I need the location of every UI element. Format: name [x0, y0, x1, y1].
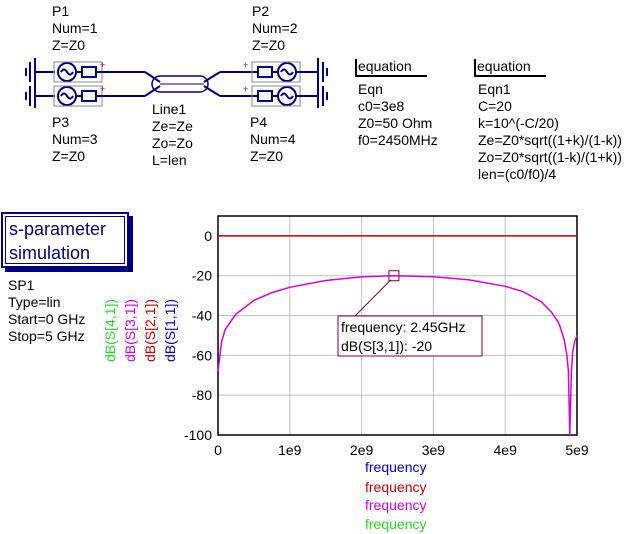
- port-p3-label[interactable]: P3 Num=3 Z=Z0: [52, 114, 98, 165]
- equation-line: Zo=Z0*sqrt((1-k)/(1+k)): [478, 149, 622, 165]
- sp-simulation-inner-border: [5, 216, 125, 264]
- port-name: P4: [250, 114, 268, 130]
- port-num: Num=4: [250, 131, 296, 147]
- port-z: Z=Z0: [52, 37, 86, 53]
- marker-text-frequency: frequency: 2.45GHz: [341, 319, 466, 335]
- chart-marker[interactable]: frequency: 2.45GHz dB(S[3,1]): -20: [337, 270, 483, 357]
- marker-label-box: [337, 315, 483, 357]
- sim-param-line: Type=lin: [8, 294, 61, 310]
- x-tick-label: 2e9: [350, 442, 374, 458]
- sim-parameters[interactable]: SP1 Type=lin Start=0 GHz Stop=5 GHz: [8, 277, 85, 345]
- port-num: Num=3: [52, 131, 98, 147]
- equation-block-eqn1[interactable]: Eqn1 C=20 k=10^(-C/20) Ze=Z0*sqrt((1+k)/…: [478, 81, 622, 183]
- sim-box-line1: s-parameter: [9, 219, 107, 239]
- svg-text:+: +: [100, 60, 105, 70]
- equation-line: Eqn1: [478, 81, 511, 97]
- y-tick-label: -60: [192, 347, 212, 363]
- chart-series: [217, 235, 578, 436]
- port-z: Z=Z0: [250, 148, 284, 164]
- x-label-s31: frequency: [365, 497, 427, 513]
- port-z: Z=Z0: [52, 148, 86, 164]
- svg-text:+: +: [243, 60, 248, 70]
- y-tick-label: -80: [192, 387, 212, 403]
- equation-line: C=20: [478, 98, 512, 114]
- y-tick-label: -100: [184, 427, 212, 443]
- plot-frame: [217, 215, 578, 436]
- equation-line: len=(c0/f0)/4: [478, 166, 557, 182]
- line-ze: Ze=Ze: [152, 118, 193, 134]
- equation-block-eqn[interactable]: Eqn c0=3e8 Z0=50 Ohm f0=2450MHz: [358, 81, 438, 149]
- line-name: Line1: [152, 101, 187, 117]
- line-zo: Zo=Zo: [152, 135, 193, 151]
- y-tick-label: -40: [192, 308, 212, 324]
- equation-line: Ze=Z0*sqrt((1+k)/(1-k)): [478, 132, 622, 148]
- equation-line: k=10^(-C/20): [478, 115, 559, 131]
- coupled-line-label[interactable]: Line1 Ze=Ze Zo=Zo L=len: [152, 101, 193, 169]
- equation-line: Eqn: [358, 81, 383, 97]
- marker-leader-line: [354, 279, 392, 317]
- y-tick-label: -20: [192, 268, 212, 284]
- x-label-s41: frequency: [365, 516, 427, 532]
- equation-line: f0=2450MHz: [358, 132, 438, 148]
- svg-text:+: +: [243, 84, 248, 94]
- svg-text:+: +: [100, 84, 105, 94]
- port-num: Num=1: [52, 20, 98, 36]
- x-tick-label: 5e9: [565, 442, 589, 458]
- y-tick-label: 0: [204, 228, 212, 244]
- x-tick-label: 1e9: [278, 442, 302, 458]
- marker-square: [388, 270, 400, 282]
- sim-box-line2: simulation: [9, 243, 91, 263]
- series-line: [217, 274, 578, 436]
- x-tick-label: 3e9: [422, 442, 446, 458]
- sim-param-line: Start=0 GHz: [8, 311, 86, 327]
- chart-ticks: 0 1e9 2e9 3e9 4e9 5e9 0 -20 -40 -60 -80 -100: [184, 228, 589, 458]
- sim-param-line: SP1: [8, 277, 35, 293]
- line-l: L=len: [152, 152, 187, 168]
- sp-simulation-box[interactable]: s-parameter simulation: [1, 212, 129, 268]
- port-name: P2: [252, 3, 270, 19]
- x-tick-label: 4e9: [494, 442, 518, 458]
- x-tick-label: 0: [214, 442, 222, 458]
- sim-param-line: Stop=5 GHz: [8, 328, 85, 344]
- equation-header[interactable]: equation: [355, 58, 427, 77]
- port-z: Z=Z0: [252, 37, 286, 53]
- equation-line: Z0=50 Ohm: [358, 115, 433, 131]
- port-name: P3: [52, 114, 70, 130]
- port-p1-label[interactable]: P1 Num=1 Z=Z0: [52, 3, 98, 54]
- port-name: P1: [52, 3, 70, 19]
- port-num: Num=2: [252, 20, 298, 36]
- port-p4-label[interactable]: P4 Num=4 Z=Z0: [250, 114, 296, 165]
- x-label-s11: frequency: [365, 459, 427, 475]
- port-p2-label[interactable]: P2 Num=2 Z=Z0: [252, 3, 298, 54]
- marker-text-value: dB(S[3,1]): -20: [341, 338, 432, 354]
- equation-line: c0=3e8: [358, 98, 405, 114]
- x-label-s21: frequency: [365, 479, 427, 495]
- equation-header[interactable]: equation: [474, 58, 546, 77]
